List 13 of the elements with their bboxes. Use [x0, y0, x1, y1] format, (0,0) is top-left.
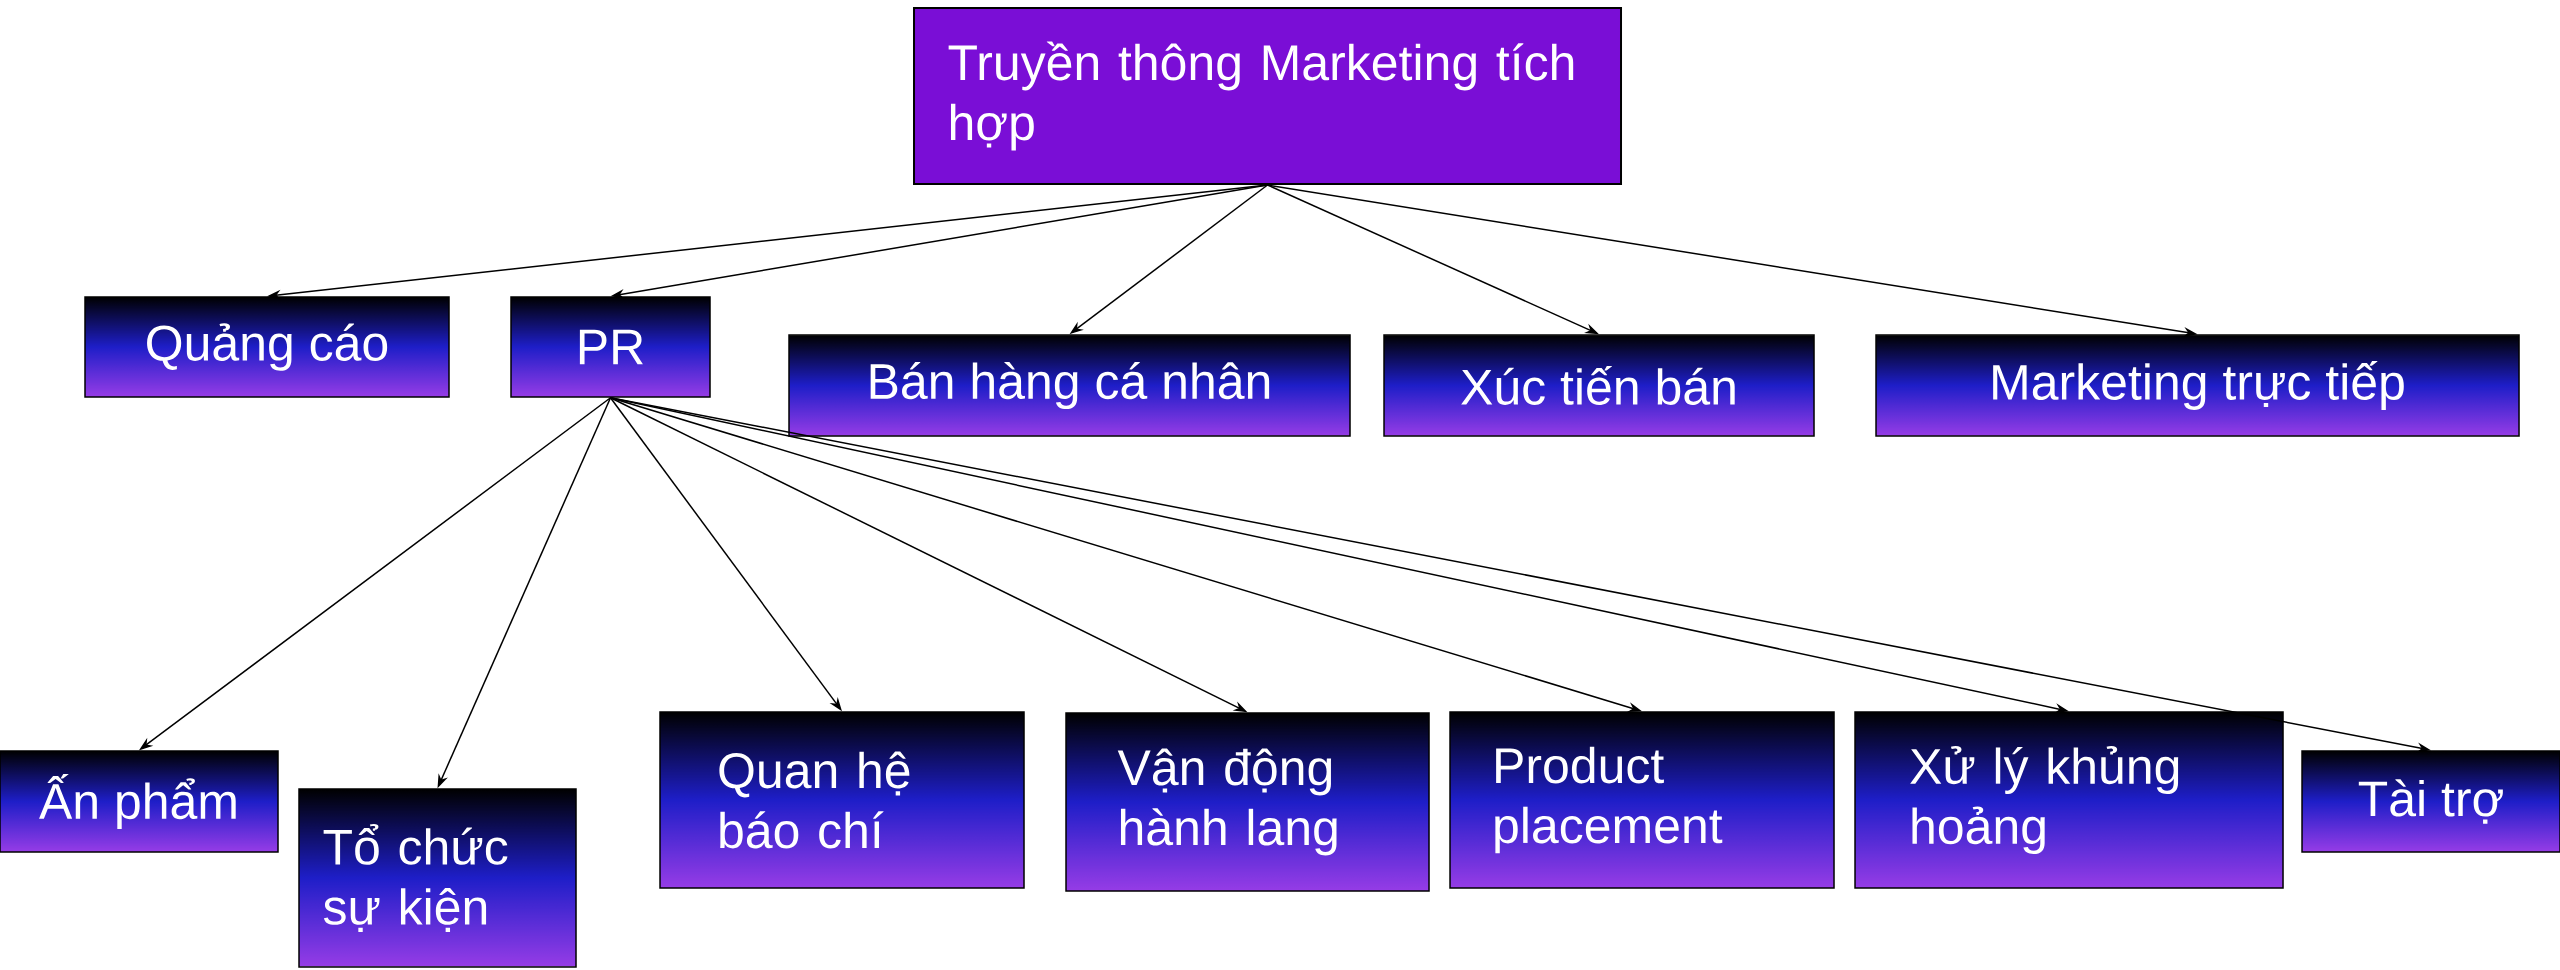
category-box: Product placement	[1449, 711, 1835, 889]
category-box: Tài trợ	[2301, 750, 2560, 853]
title-box: Truyền thông Marketing tích hợp	[913, 7, 1622, 185]
category-box: Marketing trực tiếp	[1875, 334, 2520, 437]
category-box: Quảng cáo	[84, 296, 450, 398]
category-box: PR	[510, 296, 711, 398]
category-box: Quan hệ báo chí	[659, 711, 1025, 889]
category-box: Ấn phẩm	[0, 750, 279, 853]
category-box: Vận động hành lang	[1065, 712, 1430, 892]
category-box: Xúc tiến bán	[1383, 334, 1815, 437]
category-box: Bán hàng cá nhân	[788, 334, 1351, 437]
category-box: Tổ chức sự kiện	[298, 788, 577, 968]
category-box: Xử lý khủng hoảng	[1854, 711, 2284, 889]
